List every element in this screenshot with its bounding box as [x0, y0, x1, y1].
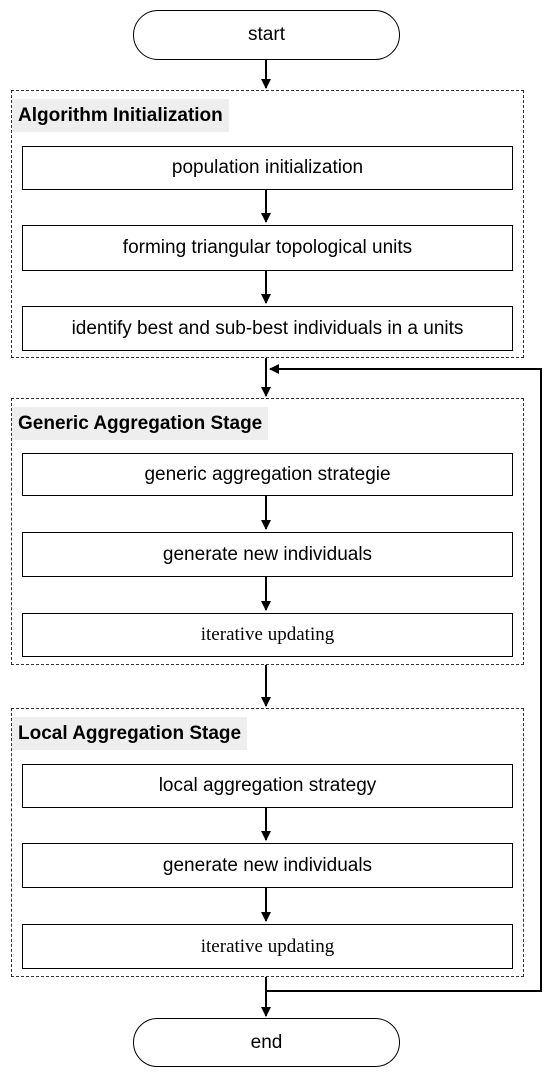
- step-label: local aggregation strategy: [158, 775, 377, 796]
- step-label: iterative updating: [200, 935, 335, 957]
- step-label: identify best and sub-best individuals i…: [71, 317, 464, 339]
- step-iterative-updating: iterative updating: [22, 613, 513, 657]
- step-label: generate new individuals: [162, 543, 373, 565]
- step-iterative-updating: iterative updating: [22, 924, 513, 969]
- step-generate-new-individuals: generate new individuals: [22, 843, 513, 888]
- step-forming-units: forming triangular topological units: [22, 225, 513, 271]
- step-label: generate new individuals: [162, 854, 373, 876]
- stage-generic-aggregation: Generic Aggregation Stage generic aggreg…: [11, 398, 524, 665]
- step-local-aggregation-strategy: local aggregation strategy: [22, 764, 513, 808]
- step-generate-new-individuals: generate new individuals: [22, 532, 513, 577]
- stage-local-aggregation: Local Aggregation Stage local aggregatio…: [11, 708, 524, 977]
- step-population-initialization: population initialization: [22, 146, 513, 190]
- step-generic-aggregation-strategie: generic aggregation strategie: [22, 453, 513, 496]
- stage-title: Generic Aggregation Stage: [12, 407, 269, 440]
- step-label: generic aggregation strategie: [144, 463, 391, 485]
- start-terminal: start: [133, 10, 400, 60]
- end-label: end: [250, 1031, 283, 1053]
- stage-title: Algorithm Initialization: [12, 99, 229, 132]
- step-label: iterative updating: [200, 624, 335, 645]
- step-label: forming triangular topological units: [122, 237, 413, 258]
- start-label: start: [248, 24, 285, 45]
- stage-algorithm-initialization: Algorithm Initialization population init…: [11, 90, 524, 358]
- step-identify-best: identify best and sub-best individuals i…: [22, 306, 513, 351]
- end-terminal: end: [133, 1018, 400, 1067]
- stage-title: Local Aggregation Stage: [12, 717, 248, 750]
- step-label: population initialization: [171, 157, 364, 178]
